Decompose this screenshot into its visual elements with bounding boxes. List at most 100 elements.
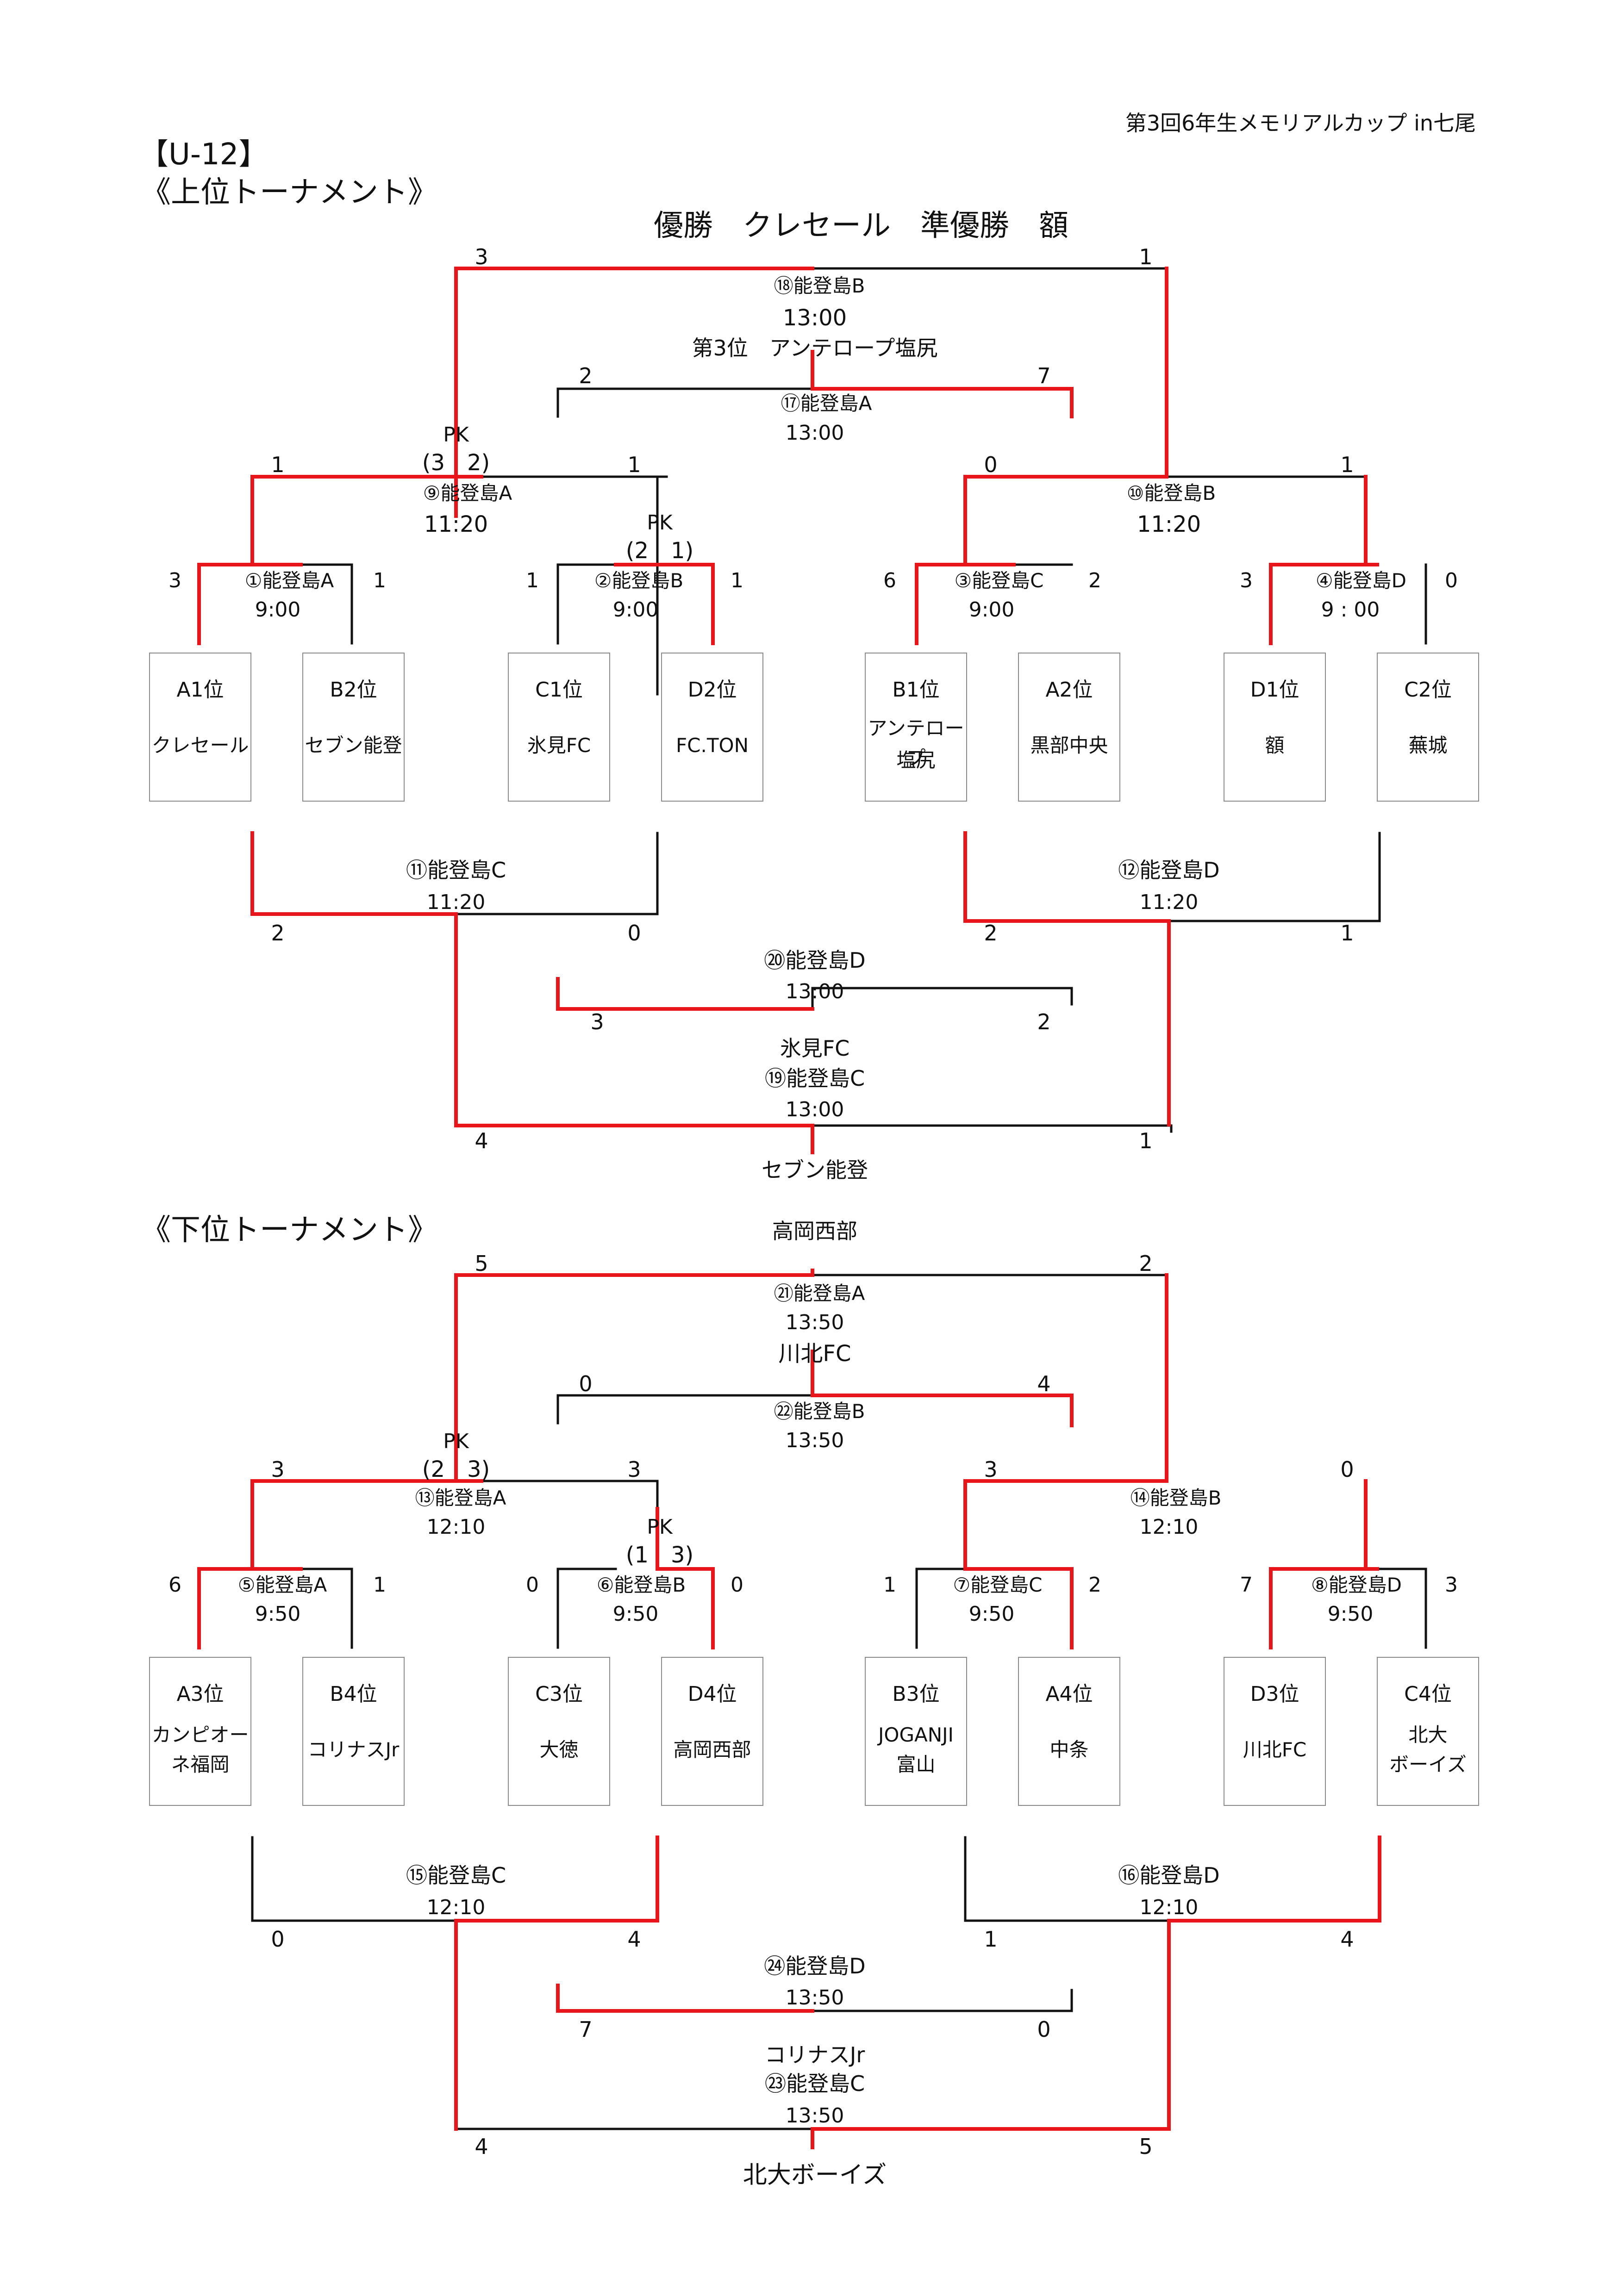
match-time: 11:20 [1139,890,1199,914]
score: 1 [526,569,539,592]
score: 1 [1340,921,1354,946]
team-position: D4位 [687,1682,737,1706]
match-venue: ⑧能登島D [1311,1574,1402,1596]
team-box: C3位 大徳 [508,1657,610,1806]
team-box: C1位 氷見FC [508,653,610,802]
score: 2 [271,921,285,946]
team-position: C2位 [1404,678,1452,702]
team-name: JOGANJI [878,1723,954,1746]
match-winner: セブン能登 [762,1157,868,1182]
match-venue: ⑭能登島B [1130,1487,1222,1509]
team-name: 黒部中央 [1030,734,1108,757]
team-position: C3位 [535,1682,583,1706]
pk-score: (3 2) [422,450,490,476]
team-name: 北大 [1408,1723,1448,1746]
match-time: 13:50 [785,1986,844,2010]
score: 3 [475,244,488,269]
score: 3 [984,1457,998,1482]
match-time: 13:50 [785,2104,844,2128]
team-name-line2: ネ福岡 [171,1753,230,1776]
score: 0 [579,1371,593,1396]
match-time: 13:50 [785,1311,844,1334]
match-venue: ㉑能登島A [774,1282,865,1305]
score: 4 [475,2134,488,2159]
match-time: 9 : 00 [1321,598,1380,622]
score: 2 [984,921,998,946]
match-time: 12:10 [1139,1896,1199,1919]
team-position: B2位 [330,678,377,702]
match-time: 9:00 [612,598,659,622]
match-venue: ⑰能登島A [781,392,872,415]
team-name: FC.TON [676,734,749,757]
team-name: 額 [1265,734,1285,757]
team-name: 中条 [1049,1738,1089,1761]
team-box: B4位 コリナスJr [302,1657,405,1806]
match-venue: ⑥能登島B [596,1574,686,1596]
match-venue: ④能登島D [1316,569,1406,592]
score: 1 [1139,1128,1153,1153]
match-venue: ①能登島A [244,569,334,592]
score: 4 [1340,1927,1354,1952]
team-name: アンテロープ [868,716,964,769]
match-venue: ㉒能登島B [774,1400,865,1423]
match-venue: ⑮能登島C [406,1863,506,1888]
score: 5 [475,1251,488,1276]
match-winner: 氷見FC [780,1036,850,1061]
score: 2 [1037,1009,1051,1034]
score: 2 [1088,569,1101,592]
match-venue: ⑩能登島B [1126,482,1216,504]
team-box: D4位 高岡西部 [661,1657,763,1806]
team-name-line2: 塩尻 [896,748,936,772]
score: 0 [526,1573,539,1597]
match-venue: ⑳能登島D [764,948,866,973]
team-name-line2: ボーイズ [1389,1753,1467,1776]
match-time: 12:10 [1139,1515,1199,1539]
match-winner: 北大ボーイズ [743,2161,887,2189]
team-position: D2位 [687,678,737,702]
score: 1 [1139,244,1153,269]
score: 0 [1037,2017,1051,2042]
section-title: 《上位トーナメント》 [141,175,437,210]
team-name: コリナスJr [307,1738,400,1761]
result-line: 優勝 クレセール 準優勝 額 [654,209,1068,243]
match-venue: ③能登島C [954,569,1044,592]
score: 4 [475,1128,488,1153]
match-winner: 高岡西部 [772,1219,857,1244]
team-box: D1位 額 [1224,653,1326,802]
pk-label: PK [443,423,469,447]
team-position: B3位 [892,1682,940,1706]
score: 0 [271,1927,285,1952]
match-time: 11:20 [424,511,488,537]
team-name: カンピオー [151,1723,249,1746]
match-time: 9:50 [968,1602,1015,1626]
score: 0 [731,1573,743,1597]
score: 0 [1445,569,1458,592]
team-position: C4位 [1404,1682,1452,1706]
match-time: 9:50 [612,1602,659,1626]
score: 2 [1088,1573,1101,1597]
match-time: 13:00 [785,421,844,445]
team-name: 氷見FC [527,734,591,757]
match-venue: ⑲能登島C [764,1066,865,1091]
match-venue: ②能登島B [594,569,684,592]
pk-score: (1 3) [625,1542,694,1568]
team-name-line2: 富山 [896,1753,936,1776]
team-name: 川北FC [1243,1738,1307,1761]
score: 3 [590,1009,604,1034]
match-time: 12:10 [426,1515,486,1539]
match-time: 13:00 [785,1098,844,1121]
score: 0 [984,452,998,477]
match-time: 11:20 [426,890,486,914]
match-venue: ⑫能登島D [1118,858,1220,883]
score: 1 [271,452,285,477]
score: 1 [373,569,386,592]
match-time: 12:10 [426,1896,486,1919]
team-position: B1位 [892,678,940,702]
score: 7 [1240,1573,1253,1597]
team-box: A4位 中条 [1018,1657,1120,1806]
score: 5 [1139,2134,1153,2159]
team-position: D3位 [1250,1682,1299,1706]
team-position: A2位 [1045,678,1093,702]
match-venue: ⑬能登島A [415,1487,506,1509]
